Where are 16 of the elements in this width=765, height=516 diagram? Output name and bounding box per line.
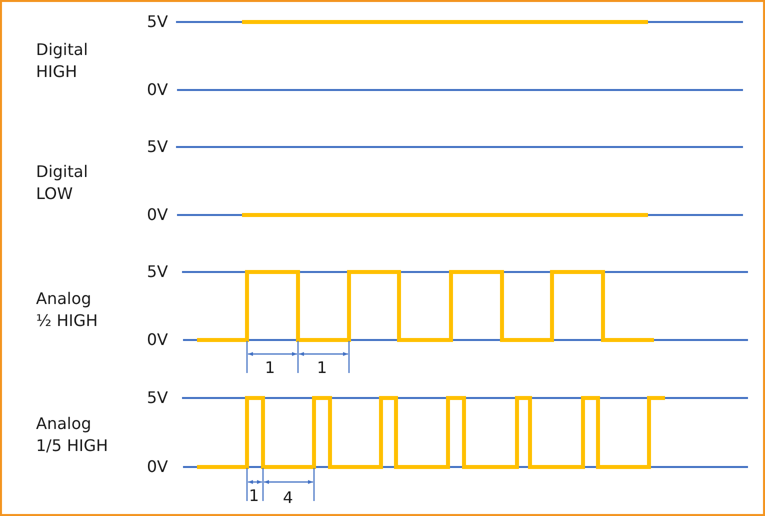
signal-name: Analog ½ HIGH — [36, 288, 99, 332]
dimension-value: 1 — [248, 485, 260, 507]
voltage-label: 5V — [146, 136, 168, 158]
voltage-label: 5V — [146, 11, 168, 33]
voltage-label: 0V — [146, 79, 168, 101]
signal-name: Digital HIGH — [36, 39, 89, 83]
signal-name: Digital LOW — [36, 161, 89, 205]
dimension-value: 1 — [316, 357, 328, 379]
voltage-label: 0V — [146, 329, 168, 351]
dimension-value: 1 — [264, 357, 276, 379]
dimension-value: 4 — [282, 487, 294, 509]
voltage-label: 0V — [146, 204, 168, 226]
voltage-label: 5V — [146, 261, 168, 283]
signal-name: Analog 1/5 HIGH — [36, 413, 110, 457]
voltage-label: 0V — [146, 456, 168, 478]
voltage-label: 5V — [146, 387, 168, 409]
